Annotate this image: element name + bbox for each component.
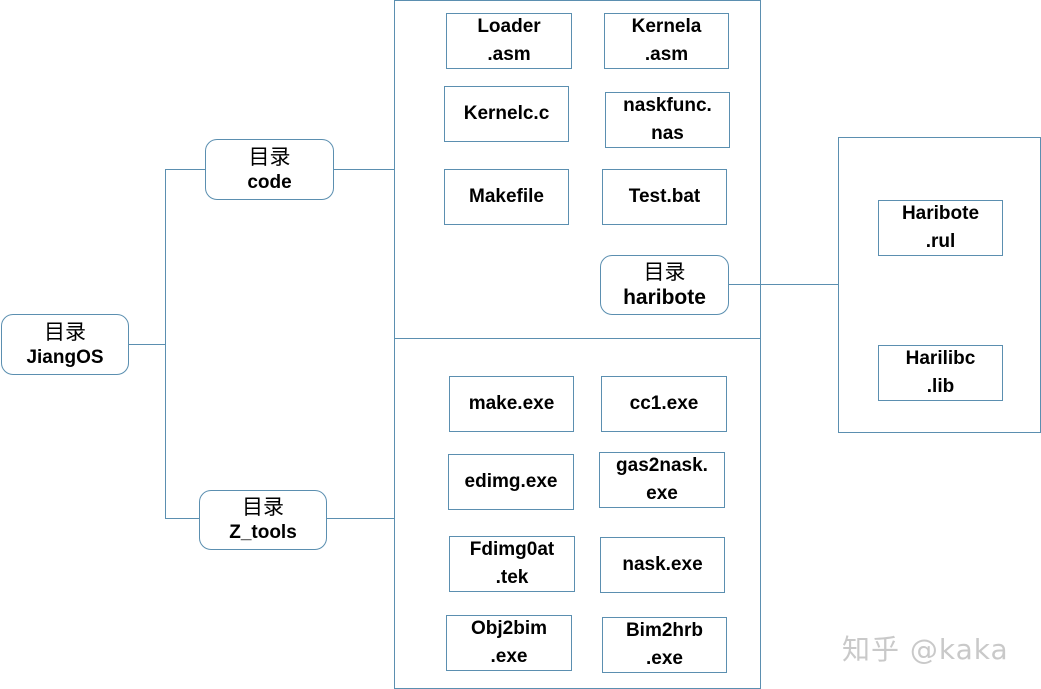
file-test-bat[interactable]: Test.bat bbox=[602, 169, 727, 225]
file-naskfunc-nas-line2: nas bbox=[651, 123, 684, 144]
file-kernelc-c[interactable]: Kernelc.c bbox=[444, 86, 569, 142]
file-loader-asm[interactable]: Loader .asm bbox=[446, 13, 572, 69]
connector-haribote-to-panel bbox=[728, 284, 839, 285]
file-nask-exe-line1: nask.exe bbox=[622, 554, 703, 575]
file-kernela-asm-line2: .asm bbox=[644, 44, 689, 65]
file-harilibc-lib-line2: .lib bbox=[926, 376, 955, 397]
file-cc1-exe-line1: cc1.exe bbox=[629, 393, 699, 414]
watermark-text: 知乎 @kaka bbox=[842, 633, 1009, 666]
dir-haribote-label-en: haribote bbox=[623, 286, 706, 309]
file-bim2hrb-exe-line1: Bim2hrb bbox=[625, 620, 704, 641]
connector-code-to-panel bbox=[333, 169, 395, 170]
file-make-exe[interactable]: make.exe bbox=[449, 376, 574, 432]
file-naskfunc-nas-line1: naskfunc. bbox=[623, 95, 712, 116]
file-fdimg0at-tek-line1: Fdimg0at bbox=[469, 539, 555, 560]
file-edimg-exe[interactable]: edimg.exe bbox=[448, 454, 574, 510]
dir-jiangos[interactable]: 目录 JiangOS bbox=[1, 314, 129, 375]
file-edimg-exe-line1: edimg.exe bbox=[464, 471, 558, 492]
file-harilibc-lib-line1: Harilibc bbox=[905, 348, 976, 369]
file-loader-asm-line2: .asm bbox=[487, 44, 531, 65]
connector-root-to-trunk bbox=[128, 344, 166, 345]
file-haribote-rul-line2: .rul bbox=[925, 231, 956, 252]
dir-haribote[interactable]: 目录 haribote bbox=[600, 255, 729, 315]
file-fdimg0at-tek[interactable]: Fdimg0at .tek bbox=[449, 536, 575, 592]
file-obj2bim-exe[interactable]: Obj2bim .exe bbox=[446, 615, 572, 671]
dir-haribote-label-zh: 目录 bbox=[643, 260, 686, 284]
file-cc1-exe[interactable]: cc1.exe bbox=[601, 376, 727, 432]
dir-code-label-zh: 目录 bbox=[248, 144, 291, 169]
file-gas2nask-exe[interactable]: gas2nask. exe bbox=[599, 452, 725, 508]
file-bim2hrb-exe-line2: .exe bbox=[646, 648, 683, 669]
dir-z-tools[interactable]: 目录 Z_tools bbox=[199, 490, 327, 550]
dir-jiangos-label-zh: 目录 bbox=[44, 319, 86, 344]
file-haribote-rul-line1: Haribote bbox=[901, 203, 980, 224]
dir-z-tools-label-en: Z_tools bbox=[229, 522, 297, 543]
connector-trunk-to-z-tools bbox=[165, 518, 200, 519]
file-make-exe-line1: make.exe bbox=[468, 393, 555, 414]
file-harilibc-lib[interactable]: Harilibc .lib bbox=[878, 345, 1003, 401]
file-nask-exe[interactable]: nask.exe bbox=[600, 537, 725, 593]
file-fdimg0at-tek-line2: .tek bbox=[495, 567, 529, 588]
file-loader-asm-line1: Loader bbox=[477, 16, 541, 37]
file-obj2bim-exe-line2: .exe bbox=[490, 646, 528, 667]
file-obj2bim-exe-line1: Obj2bim bbox=[470, 618, 547, 639]
dir-code[interactable]: 目录 code bbox=[205, 139, 334, 200]
file-haribote-rul[interactable]: Haribote .rul bbox=[878, 200, 1003, 256]
dir-code-label-en: code bbox=[247, 171, 292, 193]
file-makefile-line1: Makefile bbox=[469, 186, 544, 207]
file-gas2nask-exe-line1: gas2nask. bbox=[616, 455, 708, 476]
file-gas2nask-exe-line2: exe bbox=[646, 483, 678, 504]
file-bim2hrb-exe[interactable]: Bim2hrb .exe bbox=[602, 617, 727, 673]
connector-z-tools-to-panel bbox=[326, 518, 395, 519]
file-kernela-asm[interactable]: Kernela .asm bbox=[604, 13, 729, 69]
dir-z-tools-label-zh: 目录 bbox=[242, 495, 284, 519]
file-kernela-asm-line1: Kernela bbox=[631, 16, 702, 37]
dir-jiangos-label-en: JiangOS bbox=[26, 346, 104, 368]
file-kernelc-c-line1: Kernelc.c bbox=[463, 103, 550, 124]
connector-trunk-vertical bbox=[165, 169, 166, 519]
file-makefile[interactable]: Makefile bbox=[444, 169, 569, 225]
file-naskfunc-nas[interactable]: naskfunc. nas bbox=[605, 92, 730, 148]
file-test-bat-line1: Test.bat bbox=[628, 186, 701, 207]
connector-trunk-to-code bbox=[165, 169, 206, 170]
